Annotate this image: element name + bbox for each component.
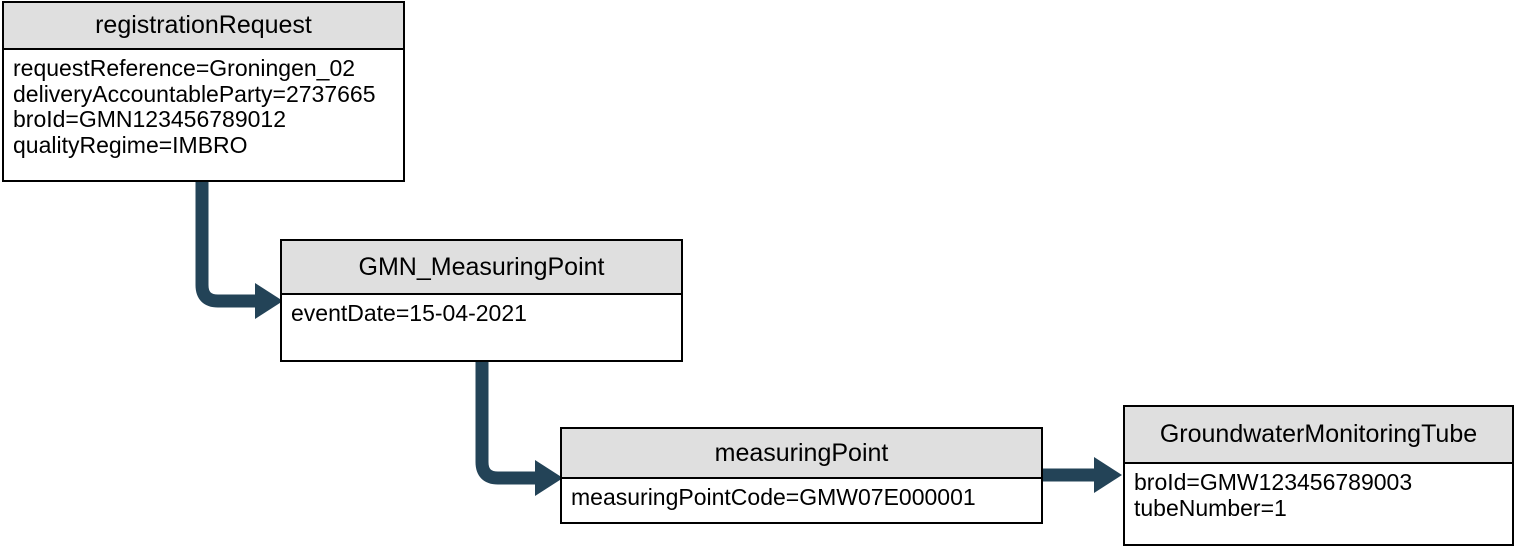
connector-measuringpoint-to-groundwatermonitoringtube [1043, 457, 1122, 493]
node-gmn-measuringpoint-title: GMN_MeasuringPoint [282, 241, 681, 295]
attribute-row: qualityRegime=IMBRO [13, 132, 248, 158]
node-groundwatermonitoringtube[interactable]: GroundwaterMonitoringTube broId=GMW12345… [1123, 405, 1514, 546]
attribute-row: deliveryAccountableParty=2737665 [13, 81, 376, 107]
node-gmn-measuringpoint-attributes: eventDate=15-04-2021 [282, 295, 681, 360]
attribute-row: broId=GMW123456789003 [1134, 470, 1413, 495]
attribute-row: eventDate=15-04-2021 [291, 301, 527, 326]
connector-gmn-measuringpoint-to-measuringpoint [0, 0, 620, 530]
node-groundwatermonitoringtube-attributes: broId=GMW123456789003 tubeNumber=1 [1125, 464, 1512, 544]
connector-arrow-icon [1043, 457, 1122, 493]
node-measuringpoint-title: measuringPoint [562, 429, 1041, 479]
attribute-row: requestReference=Groningen_02 [13, 56, 356, 81]
attribute-row: tubeNumber=1 [1134, 495, 1287, 521]
node-registrationrequest[interactable]: registrationRequest requestReference=Gro… [2, 1, 405, 182]
node-groundwatermonitoringtube-title: GroundwaterMonitoringTube [1125, 407, 1512, 464]
node-measuringpoint[interactable]: measuringPoint measuringPointCode=GMW07E… [560, 427, 1043, 524]
connector-arrow-icon [475, 361, 563, 496]
attribute-row: broId=GMN123456789012 [13, 107, 287, 132]
connector-arrow-icon [195, 181, 283, 319]
node-registrationrequest-title: registrationRequest [4, 3, 403, 50]
node-gmn-measuringpoint[interactable]: GMN_MeasuringPoint eventDate=15-04-2021 [280, 239, 683, 362]
node-measuringpoint-attributes: measuringPointCode=GMW07E000001 [562, 479, 1041, 522]
connector-registrationrequest-to-gmn-measuringpoint [0, 0, 300, 320]
attribute-row: measuringPointCode=GMW07E000001 [571, 485, 976, 510]
node-registrationrequest-attributes: requestReference=Groningen_02 deliveryAc… [4, 50, 403, 180]
